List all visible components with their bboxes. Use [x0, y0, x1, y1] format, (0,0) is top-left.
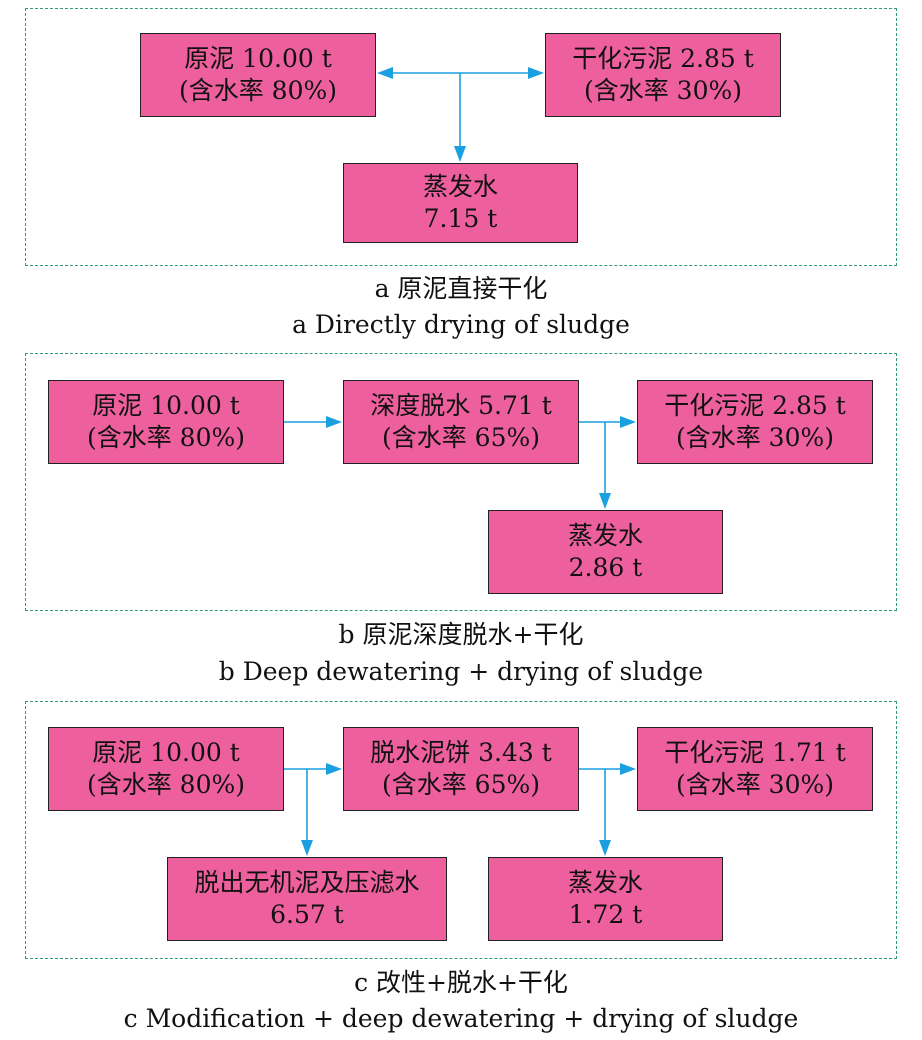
box-line2: (含水率 80%): [86, 770, 246, 799]
box-line1: 原泥 10.00 t: [92, 738, 240, 767]
arrowhead-c-2: [620, 763, 636, 775]
box-line1: 蒸发水: [567, 521, 643, 550]
dried-sludge-box-a: 干化污泥 2.85 t (含水率 30%): [545, 33, 781, 117]
arrows-panel-c: [284, 763, 636, 856]
arrows-panel-a: [377, 67, 544, 162]
box-line1: 干化污泥 1.71 t: [664, 738, 846, 767]
box-line2: (含水率 30%): [675, 423, 835, 452]
box-line2: 6.57 t: [270, 900, 344, 929]
box-line2: (含水率 30%): [675, 770, 835, 799]
box-line1: 蒸发水: [567, 868, 643, 897]
box-line1: 原泥 10.00 t: [92, 391, 240, 420]
arrowhead-b-1: [326, 416, 342, 428]
box-line1: 干化污泥 2.85 t: [664, 391, 846, 420]
box-line1: 蒸发水: [422, 172, 498, 201]
evaporated-water-box-b: 蒸发水 2.86 t: [488, 510, 723, 594]
arrowhead-b-2: [620, 416, 636, 428]
box-line1: 脱水泥饼 3.43 t: [370, 738, 552, 767]
panel-b-frame: [25, 353, 897, 611]
arrows-panel-b: [284, 416, 636, 509]
box-line1: 深度脱水 5.71 t: [370, 391, 552, 420]
arrowhead-c-down-1: [301, 840, 313, 856]
box-line2: (含水率 65%): [381, 423, 541, 452]
raw-sludge-box-c: 原泥 10.00 t (含水率 80%): [48, 727, 284, 811]
arrowhead-c-1: [326, 763, 342, 775]
box-line1: 脱出无机泥及压滤水: [194, 868, 420, 897]
dried-sludge-box-b: 干化污泥 2.85 t (含水率 30%): [637, 380, 873, 464]
dewatered-cake-box-c: 脱水泥饼 3.43 t (含水率 65%): [343, 727, 579, 811]
box-line2: 1.72 t: [568, 900, 643, 929]
box-line1: 原泥 10.00 t: [184, 44, 332, 73]
caption-b-en: b Deep dewatering + drying of sludge: [218, 657, 704, 686]
box-line2: (含水率 80%): [178, 76, 338, 105]
inorganic-filtrate-box-c: 脱出无机泥及压滤水 6.57 t: [167, 857, 447, 941]
box-line2: 7.15 t: [423, 204, 498, 233]
box-line2: (含水率 80%): [86, 423, 246, 452]
box-line2: (含水率 30%): [583, 76, 743, 105]
dried-sludge-box-c: 干化污泥 1.71 t (含水率 30%): [637, 727, 873, 811]
panel-c-frame: [25, 701, 897, 959]
evaporated-water-box-a: 蒸发水 7.15 t: [343, 163, 578, 243]
arrowhead-b-down: [599, 493, 611, 509]
arrowhead-right-a: [528, 67, 544, 79]
box-line2: (含水率 65%): [381, 770, 541, 799]
raw-sludge-box-a: 原泥 10.00 t (含水率 80%): [140, 33, 376, 117]
arrowhead-down-a: [454, 146, 466, 162]
caption-b-zh: b 原泥深度脱水+干化: [338, 620, 584, 649]
arrowhead-left-a: [377, 67, 393, 79]
box-line2: 2.86 t: [568, 553, 643, 582]
deep-dewatering-box-b: 深度脱水 5.71 t (含水率 65%): [343, 380, 579, 464]
evaporated-water-box-c: 蒸发水 1.72 t: [488, 857, 723, 941]
panel-a-frame: [25, 8, 897, 266]
raw-sludge-box-b: 原泥 10.00 t (含水率 80%): [48, 380, 284, 464]
caption-c-en: c Modification + deep dewatering + dryin…: [123, 1004, 799, 1033]
caption-a-zh: a 原泥直接干化: [374, 274, 548, 303]
caption-c-zh: c 改性+脱水+干化: [354, 968, 568, 997]
arrowhead-c-down-2: [599, 840, 611, 856]
caption-a-en: a Directly drying of sludge: [292, 310, 630, 339]
box-line1: 干化污泥 2.85 t: [572, 44, 754, 73]
